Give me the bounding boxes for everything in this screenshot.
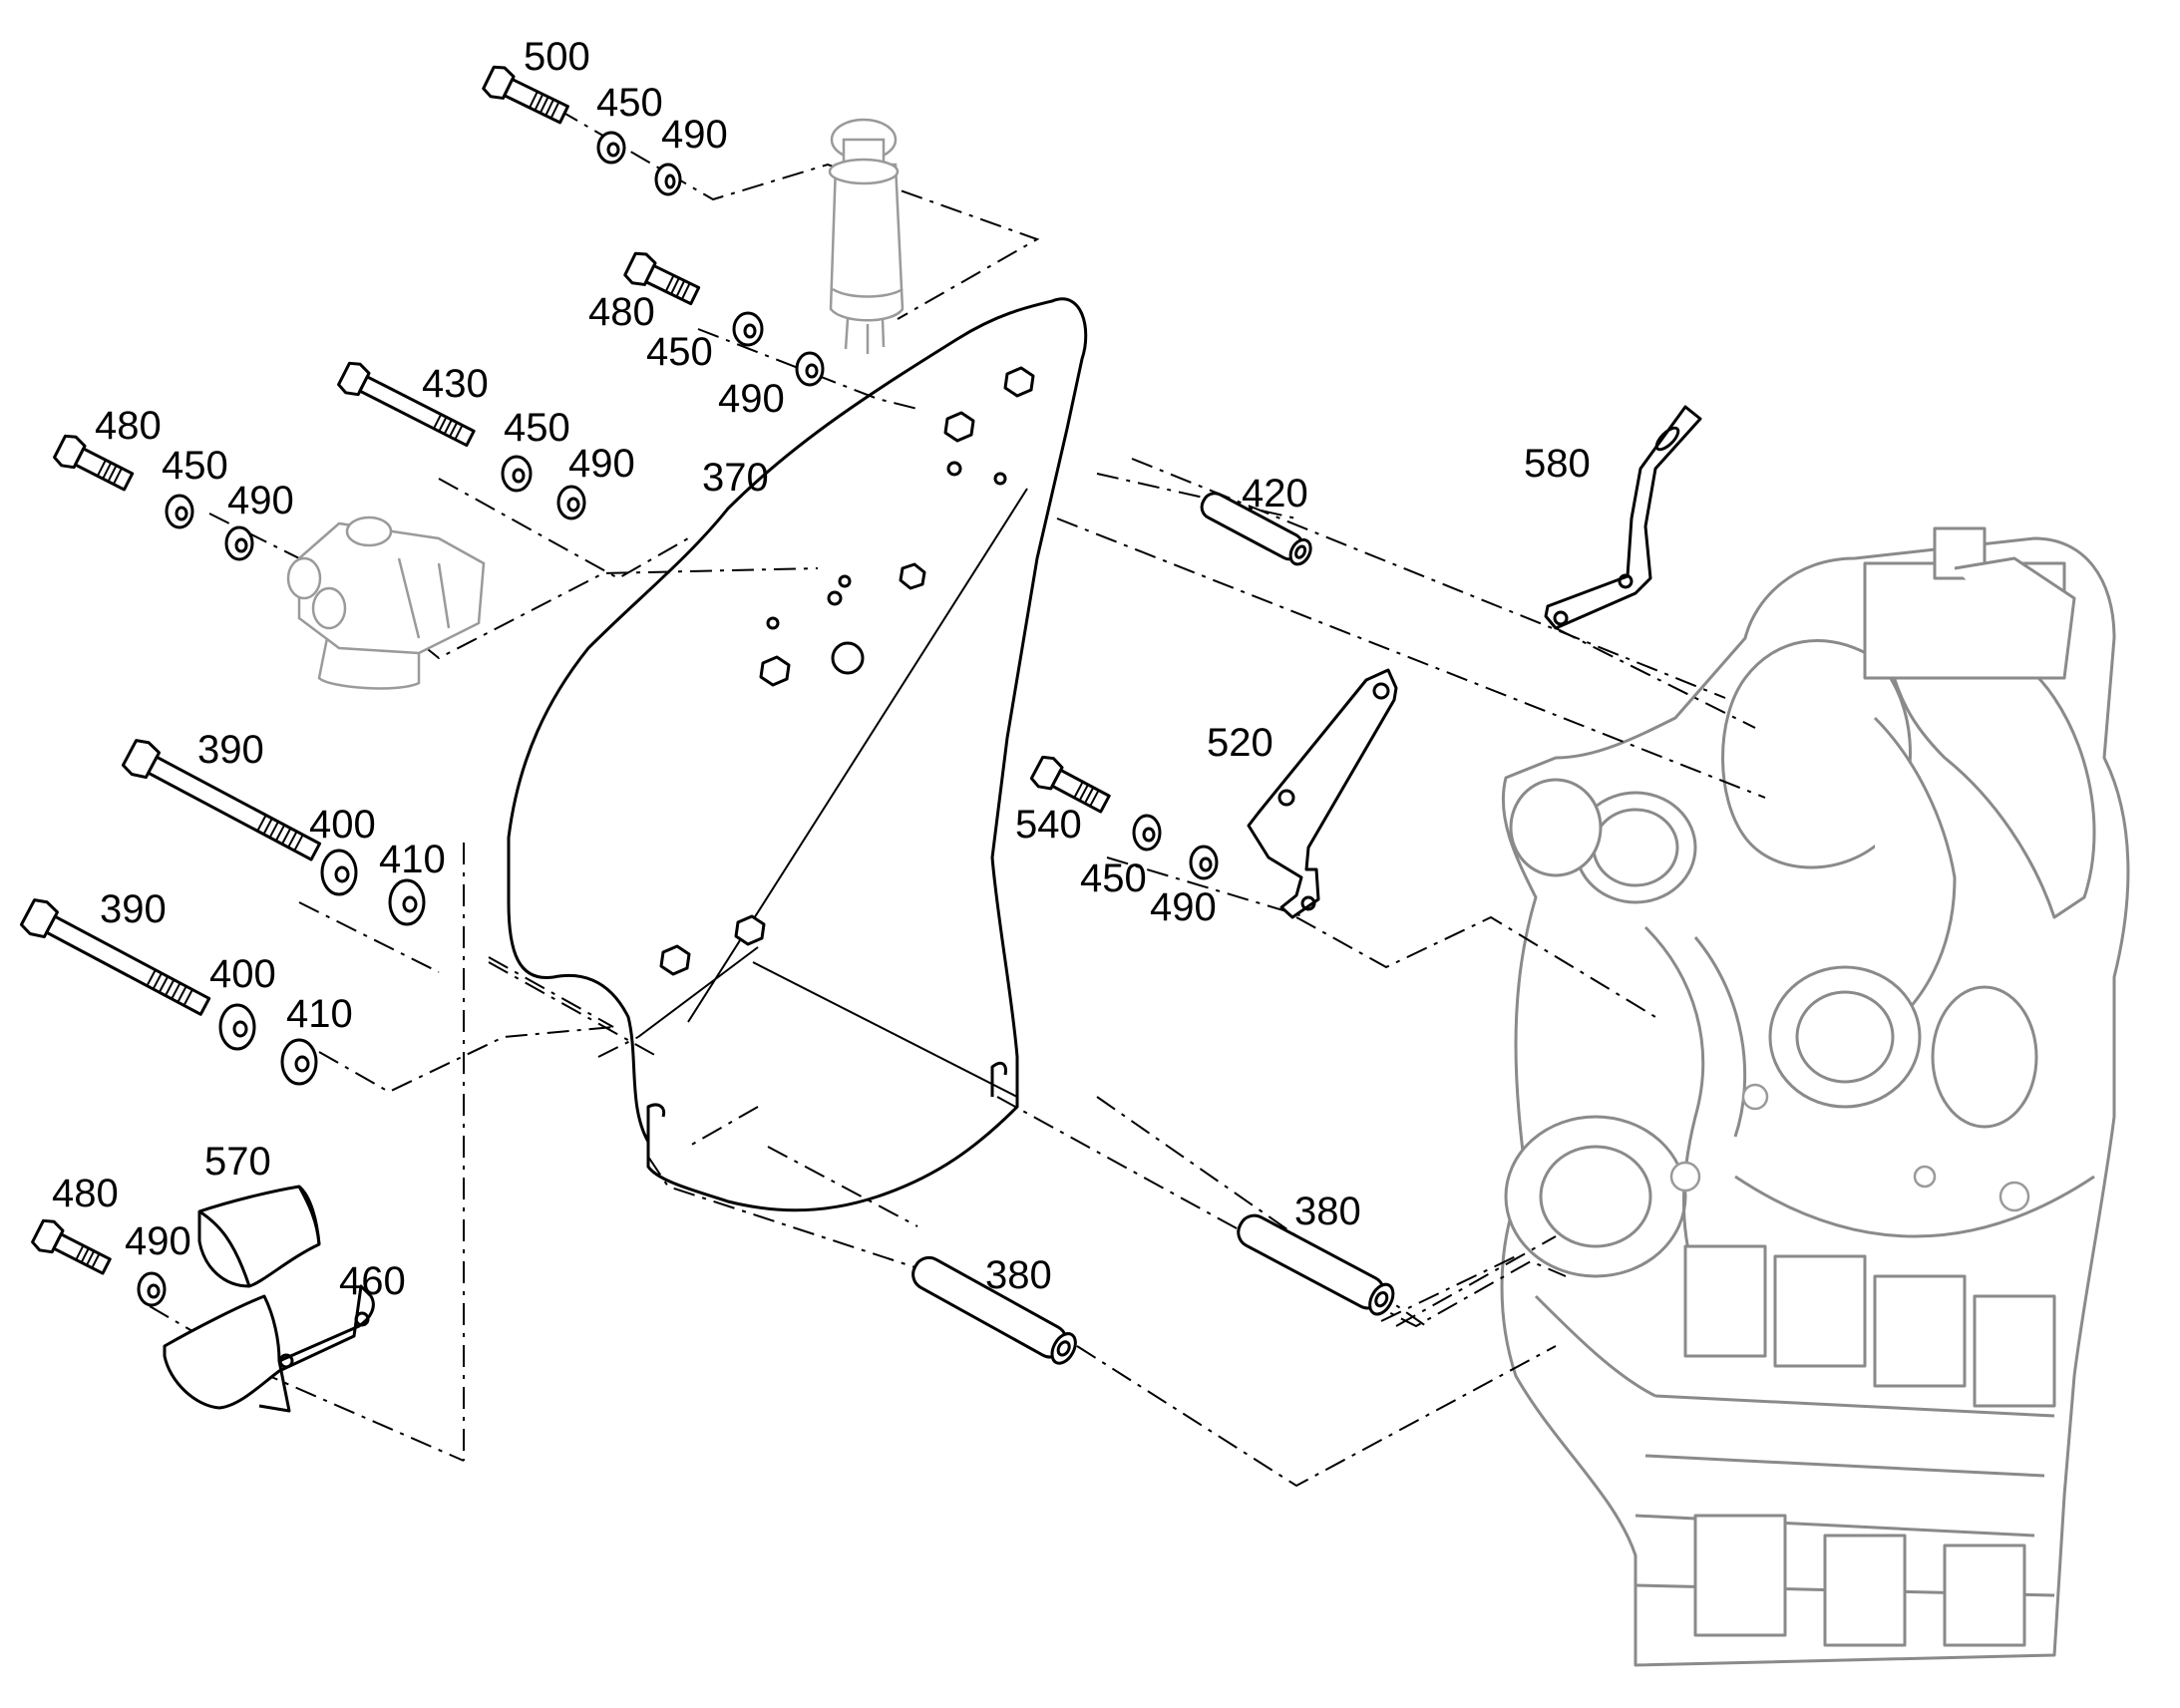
callout-450: 450 xyxy=(646,330,713,374)
callout-430: 430 xyxy=(422,362,489,406)
construction-lines xyxy=(637,488,1028,1098)
washer-450-top xyxy=(596,131,626,165)
washer-450-430 xyxy=(501,455,533,493)
washer-410-lower xyxy=(280,1038,318,1086)
callout-580: 580 xyxy=(1524,442,1591,486)
spacer-380-right xyxy=(1237,1213,1395,1316)
callout-490: 490 xyxy=(125,1219,191,1263)
engine-assembly xyxy=(1500,526,2130,1667)
washer-490-left xyxy=(224,525,254,561)
bolt-390-upper xyxy=(121,739,322,861)
callout-370: 370 xyxy=(702,456,769,500)
clamp-570 xyxy=(197,1185,321,1288)
clamp-bracket-460 xyxy=(163,1284,375,1413)
mounting-plate xyxy=(507,297,1088,1212)
callout-450: 450 xyxy=(504,406,570,450)
callout-400: 400 xyxy=(209,952,276,996)
callout-490: 490 xyxy=(718,377,785,421)
washer-400-upper xyxy=(320,849,358,896)
callout-460: 460 xyxy=(339,1259,406,1303)
callout-480: 480 xyxy=(95,404,162,448)
washer-490-lower xyxy=(137,1271,167,1307)
bolt-500 xyxy=(482,65,569,125)
fuel-filter xyxy=(828,118,905,354)
bracket-520 xyxy=(1247,668,1398,919)
callout-520: 520 xyxy=(1207,721,1273,765)
callout-490: 490 xyxy=(568,442,635,486)
spacer-420 xyxy=(1200,492,1312,566)
callout-390: 390 xyxy=(197,728,264,772)
callout-490: 490 xyxy=(227,479,294,522)
washer-410-upper xyxy=(388,878,426,926)
callout-400: 400 xyxy=(309,803,376,847)
callout-450: 450 xyxy=(596,81,663,125)
bolt-430 xyxy=(337,361,476,448)
callout-540: 540 xyxy=(1015,803,1082,847)
washer-490-430 xyxy=(556,485,586,520)
bolt-480-left xyxy=(53,434,135,492)
washer-490-540 xyxy=(1189,845,1219,880)
callout-490: 490 xyxy=(661,113,728,157)
bolt-480-lower xyxy=(31,1218,112,1275)
callout-410: 410 xyxy=(286,992,353,1036)
callout-390: 390 xyxy=(100,887,167,931)
washer-490-top xyxy=(654,163,682,196)
callout-420: 420 xyxy=(1242,472,1308,515)
bolt-540 xyxy=(1029,755,1111,814)
callout-490: 490 xyxy=(1150,885,1217,929)
washer-450-left xyxy=(165,494,194,529)
washer-450-540 xyxy=(1132,814,1162,852)
washer-450-upper xyxy=(732,311,764,347)
callout-570: 570 xyxy=(204,1140,271,1184)
spacer-380-lower xyxy=(911,1255,1077,1365)
callout-450: 450 xyxy=(162,444,228,488)
bolt-480-upper xyxy=(623,251,701,306)
callout-labels: 500 450 490 480 450 490 430 450 490 480 … xyxy=(52,35,1591,1303)
callout-380: 380 xyxy=(985,1253,1052,1297)
callout-480: 480 xyxy=(52,1172,119,1215)
bolt-390-lower xyxy=(19,898,211,1016)
filter-head xyxy=(286,515,486,690)
washer-490-upper xyxy=(795,351,825,387)
callout-450: 450 xyxy=(1080,856,1147,900)
bracket-580 xyxy=(1544,405,1702,630)
callout-500: 500 xyxy=(524,35,590,79)
washer-400-lower xyxy=(218,1003,256,1051)
callout-410: 410 xyxy=(379,838,446,881)
callout-380: 380 xyxy=(1294,1190,1361,1233)
callout-480: 480 xyxy=(588,290,655,334)
